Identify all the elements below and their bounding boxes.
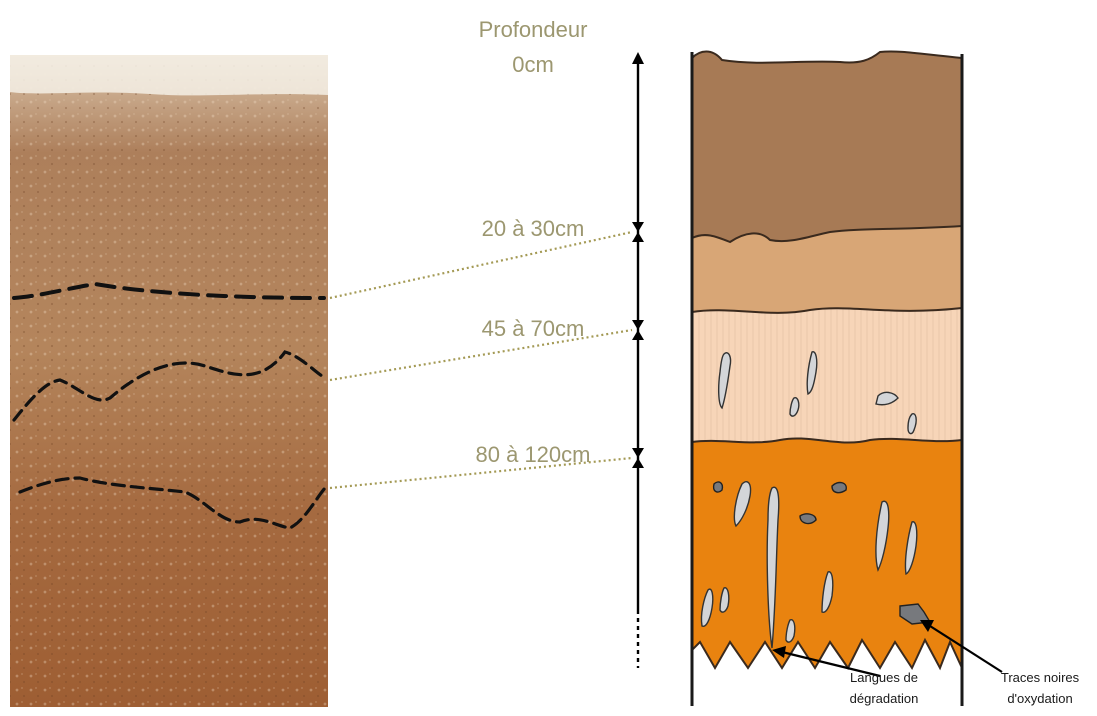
annotation-tongues-line1: Langues de <box>850 670 918 685</box>
arrow-up-icon <box>632 458 644 468</box>
depth-header-line1: Profondeur <box>479 17 588 42</box>
soil-layer-1 <box>692 51 962 242</box>
depth-marker-label: 20 à 30cm <box>482 216 585 241</box>
depth-axis <box>632 52 644 668</box>
depth-header-line2: 0cm <box>512 52 554 77</box>
arrow-down-icon <box>632 222 644 232</box>
arrow-up-icon <box>632 232 644 242</box>
annotation-traces-line2: d'oxydation <box>1007 691 1072 706</box>
arrow-down-icon <box>632 320 644 330</box>
annotation-traces-line1: Traces noires <box>1001 670 1080 685</box>
connector-1 <box>330 232 632 298</box>
annotation-tongues-line2: dégradation <box>850 691 919 706</box>
arrow-up-icon <box>632 52 644 64</box>
soil-column <box>692 51 1002 706</box>
arrow-up-icon <box>632 330 644 340</box>
soil-layer-4 <box>692 438 962 668</box>
arrow-down-icon <box>632 448 644 458</box>
depth-marker-label: 80 à 120cm <box>476 442 591 467</box>
depth-marker-label: 45 à 70cm <box>482 316 585 341</box>
